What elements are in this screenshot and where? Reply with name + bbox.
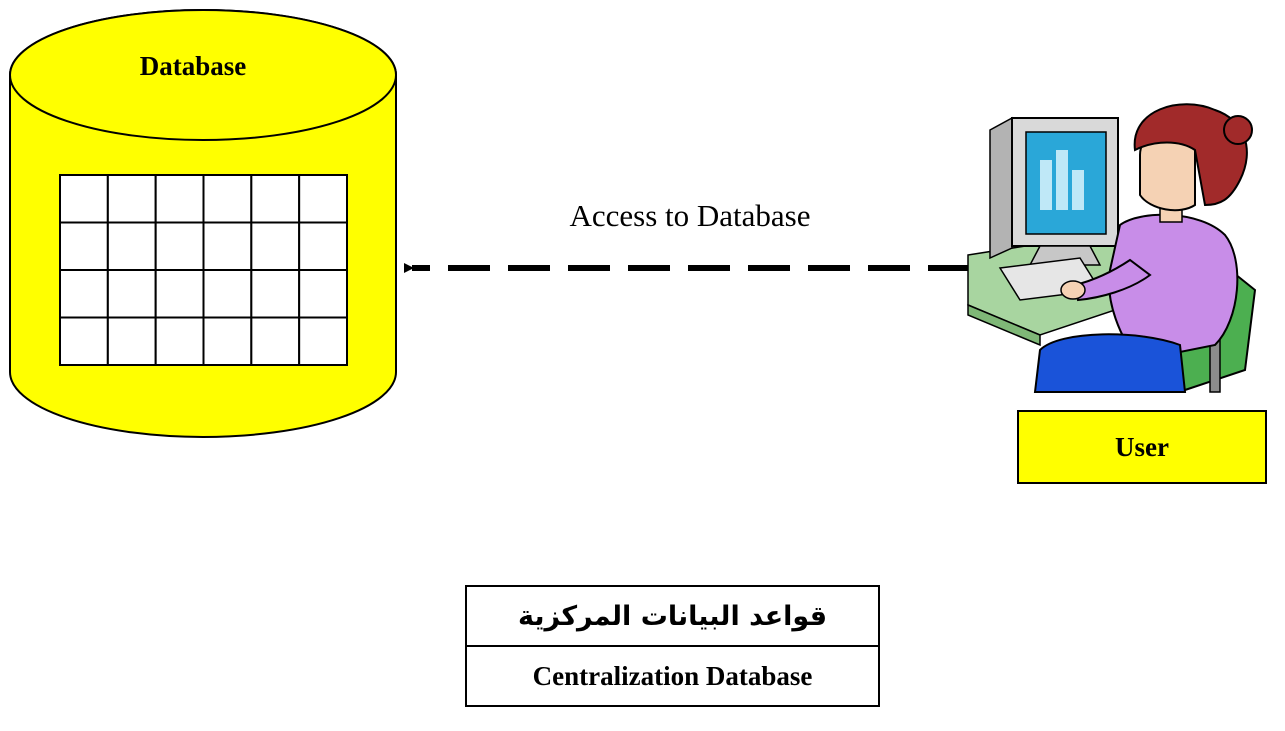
cylinder-top [9, 9, 397, 141]
grid-cell [154, 316, 205, 366]
grid-cell [298, 269, 348, 319]
grid-cell [202, 316, 253, 366]
grid-cell [59, 269, 109, 319]
database-table-grid [59, 174, 348, 366]
grid-cell [106, 174, 157, 224]
access-label: Access to Database [569, 198, 810, 233]
grid-cell [250, 316, 301, 366]
grid-cell [250, 174, 301, 224]
grid-cell [154, 269, 205, 319]
grid-cell [202, 174, 253, 224]
caption-english: Centralization Database [532, 660, 813, 691]
grid-cell [298, 316, 348, 366]
grid-cell [106, 221, 157, 271]
database-label: Database [140, 51, 247, 81]
grid-cell [298, 221, 348, 271]
grid-cell [154, 221, 205, 271]
grid-cell [202, 269, 253, 319]
access-connector: Access to Database [404, 198, 970, 273]
caption-arabic: قواعد البيانات المركزية [467, 587, 878, 647]
grid-cell [59, 174, 109, 224]
grid-cell [154, 174, 205, 224]
grid-cell [298, 174, 348, 224]
caption-box: قواعد البيانات المركزية Centralization D… [465, 585, 880, 707]
grid-cell [202, 221, 253, 271]
grid-cell [106, 269, 157, 319]
grid-cell [106, 316, 157, 366]
user-at-computer-icon [967, 103, 1257, 393]
user-label: User [1115, 431, 1169, 462]
grid-cell [59, 316, 109, 366]
grid-cell [59, 221, 109, 271]
user-label-box: User [1017, 410, 1267, 484]
database-cylinder: Database [9, 9, 397, 438]
grid-cell [250, 269, 301, 319]
grid-cell [250, 221, 301, 271]
